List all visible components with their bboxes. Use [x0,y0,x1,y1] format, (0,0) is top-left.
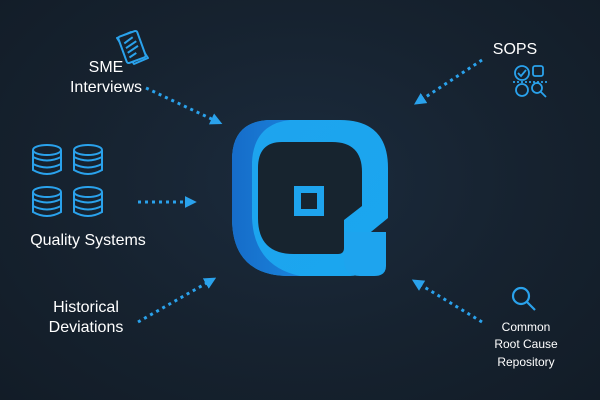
magnifier-icon [511,286,536,311]
process-tools-icon [513,65,548,98]
sme-interviews-label: SME Interviews [52,58,160,98]
arrow-rootcause-to-hub [411,279,483,324]
rootcause-label-line3: Repository [497,354,555,369]
sme-label-line1: SME [88,59,124,76]
database-stack-icon [32,144,103,217]
rootcause-label-line1: Common [501,320,551,334]
documents-icon [116,29,149,65]
sme-label-line2: Interviews [69,79,143,96]
arrow-sops-to-hub [413,58,483,105]
arrow-historical-to-hub [137,277,217,324]
database-icon-1 [32,144,62,175]
quality-systems-label: Quality Systems [30,232,146,249]
sops-label: SOPS [492,41,538,58]
root-cause-repository-label: Common Root Cause Repository [478,319,574,371]
historical-deviations-label: Historical Deviations [30,298,142,338]
historical-label-line1: Historical [53,299,119,316]
logo-mark-icon [232,120,388,276]
database-icon-3 [32,186,62,217]
database-icon-2 [73,144,103,175]
database-icon-4 [73,186,103,217]
rootcause-label-line2: Root Cause [494,337,558,352]
arrow-sme-to-hub [145,86,223,125]
historical-label-line2: Deviations [48,319,124,336]
